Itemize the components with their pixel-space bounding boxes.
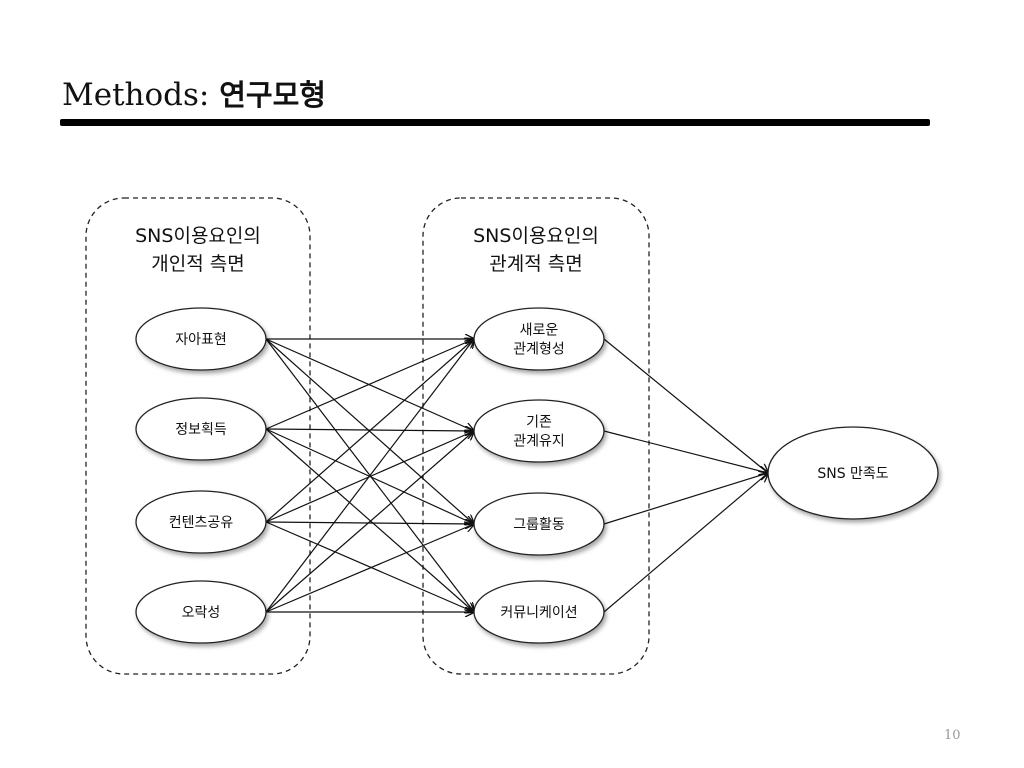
node-self-label-line-1: 자아표현 (175, 332, 227, 348)
edge-content-to-comm (265, 521, 474, 612)
edge-content-to-new (265, 339, 474, 523)
edge-content-to-group (265, 522, 474, 524)
title-underline (60, 119, 930, 126)
title-prefix: Methods: (62, 77, 210, 113)
edge-new-to-satisfaction (603, 338, 768, 473)
page-number: 10 (944, 728, 961, 743)
edge-keep-to-satisfaction (603, 430, 768, 473)
edge-self-to-keep (265, 338, 474, 431)
node-self (135, 307, 267, 371)
personal-factors-group (85, 197, 311, 675)
node-keep-label-line-2: 관계유지 (513, 434, 565, 450)
node-content-label-line-1: 컨텐츠공유 (169, 515, 234, 531)
node-comm-label-line-1: 커뮤니케이션 (500, 605, 577, 621)
relational-group-title-line-1: SNS이용요인의 (473, 225, 599, 247)
node-info (135, 397, 267, 461)
edge-comm-to-satisfaction (603, 473, 768, 613)
node-info-label-line-1: 정보획득 (175, 422, 227, 438)
node-content (135, 490, 267, 554)
edge-content-to-keep (265, 431, 474, 523)
node-keep-label-line-1: 기존 (526, 415, 552, 431)
edge-info-to-new (265, 339, 474, 430)
node-fun-label-line-1: 오락성 (182, 605, 221, 621)
edge-group-to-satisfaction (603, 473, 768, 525)
edge-fun-to-new (265, 339, 474, 613)
edge-fun-to-group (265, 524, 474, 613)
relational-group-title-line-2: 관계적 측면 (489, 253, 582, 275)
node-group-label-line-1: 그룹활동 (513, 517, 565, 533)
node-new-label-line-1: 새로운 (520, 323, 559, 339)
slide-title: Methods: 연구모형 (62, 72, 326, 114)
node-comm (473, 580, 605, 644)
personal-group-title-line-1: SNS이용요인의 (135, 225, 261, 247)
node-new-label-line-2: 관계형성 (513, 342, 565, 358)
edges (265, 338, 768, 613)
edge-self-to-group (265, 338, 474, 524)
node-satisfaction (767, 426, 939, 520)
node-satisfaction-label-line-1: SNS 만족도 (817, 466, 888, 482)
personal-group-title-line-2: 개인적 측면 (151, 253, 244, 275)
node-group (473, 492, 605, 556)
node-fun (135, 580, 267, 644)
node-new (473, 307, 605, 371)
edge-info-to-comm (265, 428, 474, 612)
node-keep (473, 399, 605, 463)
edge-fun-to-keep (265, 431, 474, 613)
title-main: 연구모형 (219, 78, 326, 112)
relational-factors-group (422, 197, 650, 675)
